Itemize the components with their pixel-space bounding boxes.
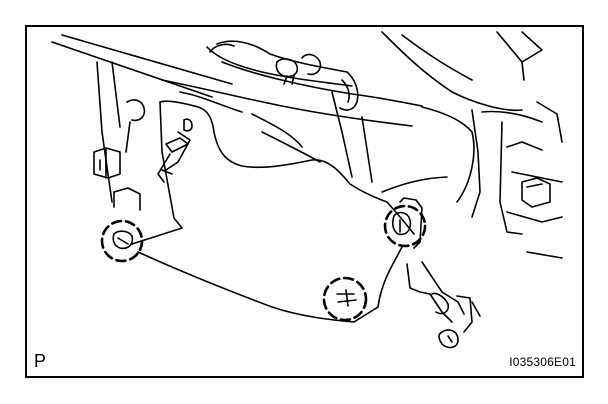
dashed-circle-icon — [383, 204, 427, 248]
view-letter-label: P — [34, 351, 47, 371]
upper-frame-lines — [51, 34, 423, 127]
right-side-structure — [381, 31, 563, 259]
clip-details — [112, 211, 412, 307]
figure-frame: P I035306E01 — [25, 25, 584, 378]
assembly-illustration — [51, 31, 563, 349]
cover-panel — [131, 100, 415, 323]
figure-code-label: I035306E01 — [509, 355, 576, 369]
left-bracket — [93, 147, 141, 211]
center-column — [96, 61, 373, 203]
clip-callouts — [100, 204, 427, 322]
dashed-circle-icon — [100, 219, 144, 263]
dashed-circle-icon — [322, 276, 368, 322]
lower-bracket — [399, 197, 481, 349]
